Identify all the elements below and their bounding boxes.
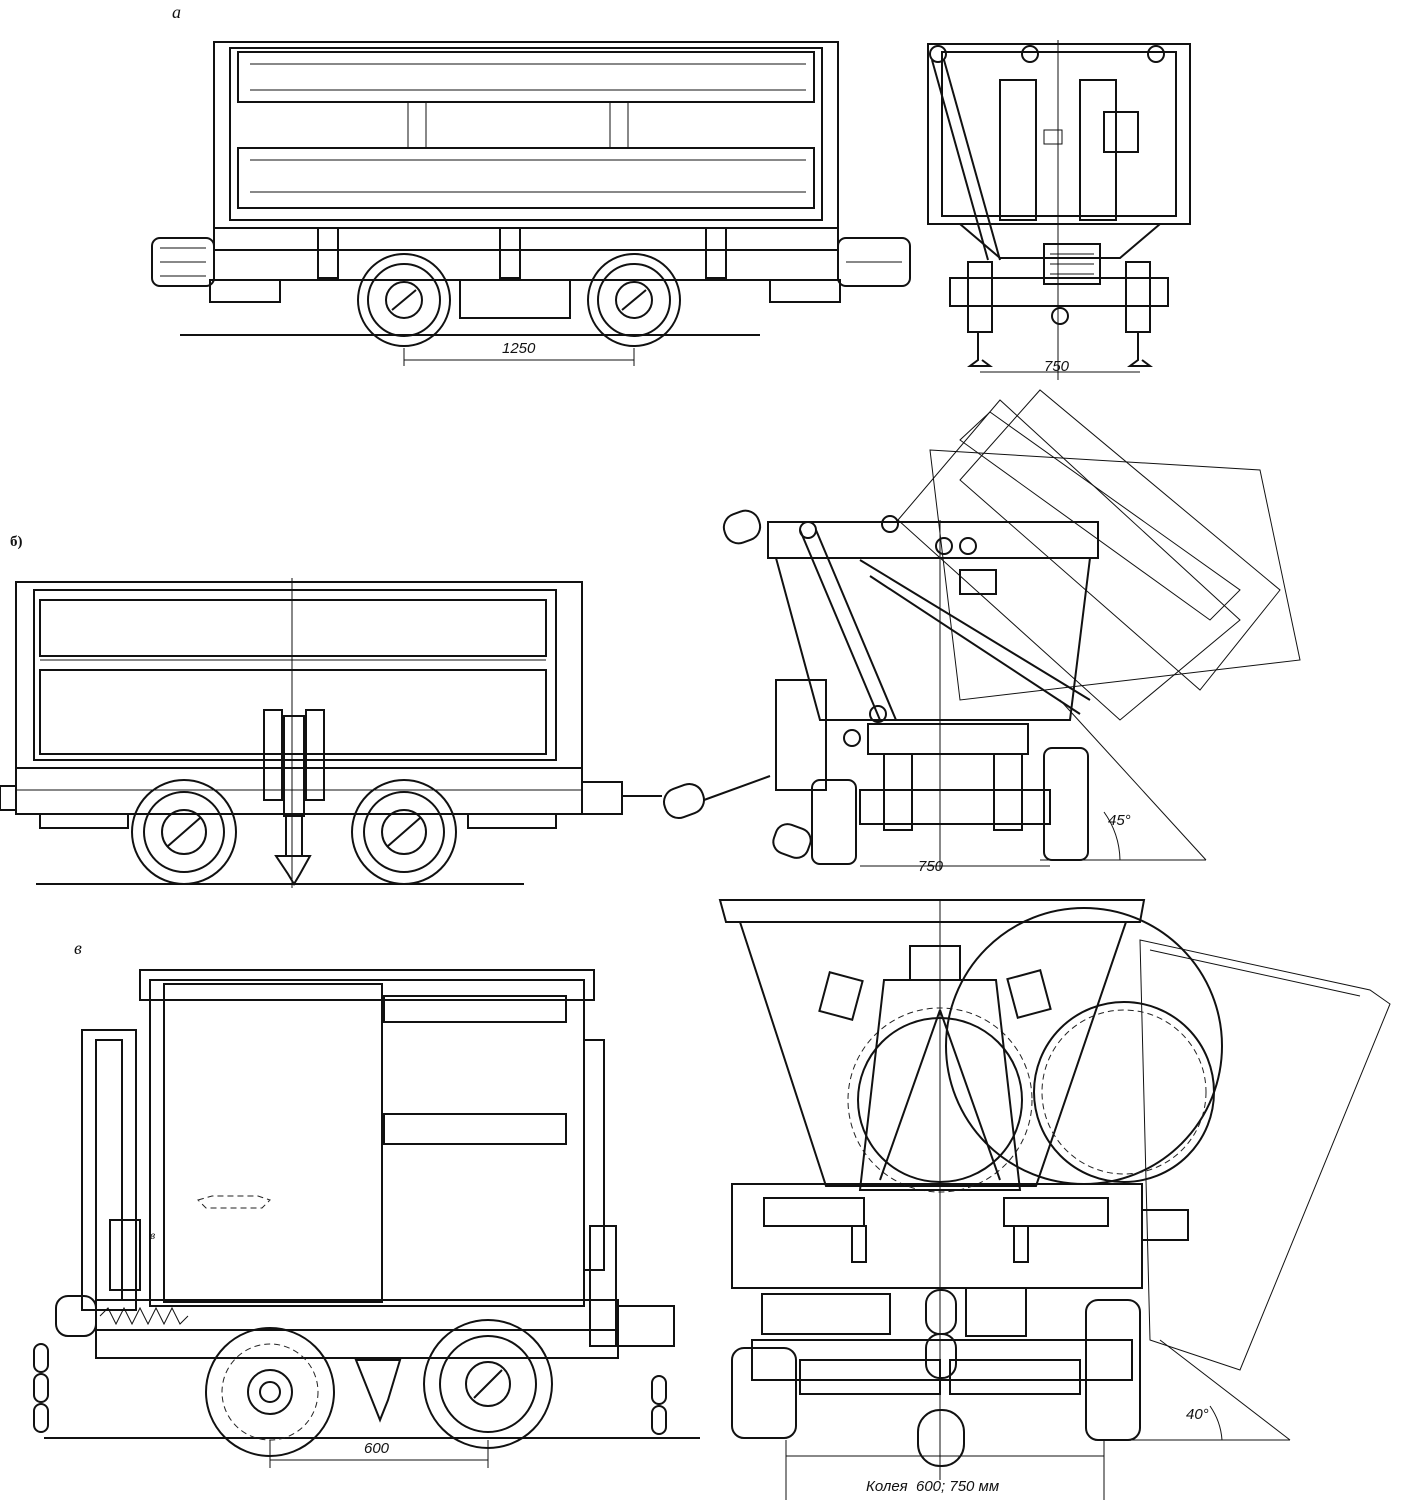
- view-b-end: [663, 389, 1301, 870]
- view-v-side: [33, 969, 700, 1468]
- view-v-label: в: [74, 938, 82, 958]
- v-angle-dim: 40°: [1186, 1406, 1209, 1423]
- view-v-end: [718, 899, 1391, 1500]
- view-a-side: [151, 41, 911, 366]
- b-gauge-dim: 750: [918, 858, 944, 875]
- a-gauge-dim: 750: [1044, 358, 1070, 375]
- b-angle-dim: 45°: [1108, 812, 1131, 829]
- view-b-side: [0, 578, 662, 888]
- v-wheelbase-dim: 600: [364, 1440, 390, 1457]
- view-a-label: а: [172, 2, 181, 22]
- view-a-end: [927, 40, 1191, 380]
- a-wheelbase-dim: 1250: [502, 340, 536, 357]
- v-gauge-caption: Колея 600; 750 мм: [866, 1478, 1000, 1495]
- small-v-label: в: [150, 1228, 156, 1242]
- view-b-label: б): [10, 534, 23, 550]
